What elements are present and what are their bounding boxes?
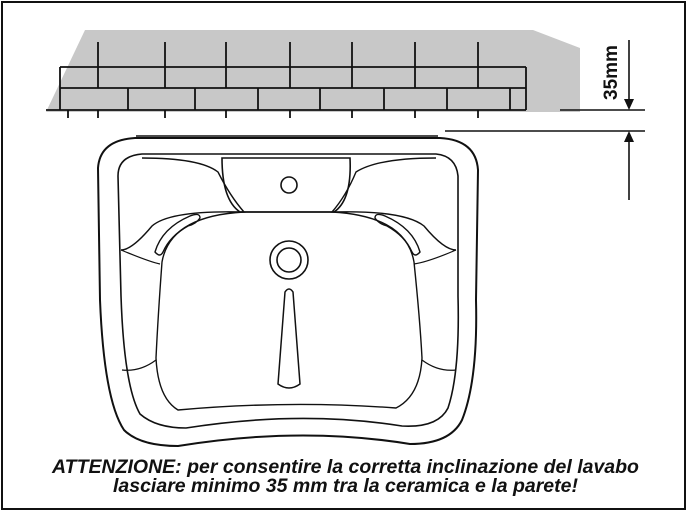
tap-hole-icon: [280, 176, 298, 194]
brick-lines: [46, 42, 527, 118]
arrow-up-icon: [624, 131, 634, 142]
caption-line-2: lasciare minimo 35 mm tra la ceramica e …: [112, 475, 578, 497]
caption-line-1: ATTENZIONE: per consentire la corretta i…: [52, 456, 639, 478]
drain-outer-icon: [269, 240, 309, 280]
wall: [46, 30, 580, 118]
dimension-label: 35mm: [601, 45, 622, 100]
sink: [96, 135, 480, 448]
overflow-slot: [277, 288, 301, 389]
drain-inner-icon: [276, 247, 302, 273]
gap-dimension: [445, 40, 645, 200]
arrow-down-icon: [624, 99, 634, 110]
warning-caption: ATTENZIONE: per consentire la corretta i…: [0, 456, 691, 497]
